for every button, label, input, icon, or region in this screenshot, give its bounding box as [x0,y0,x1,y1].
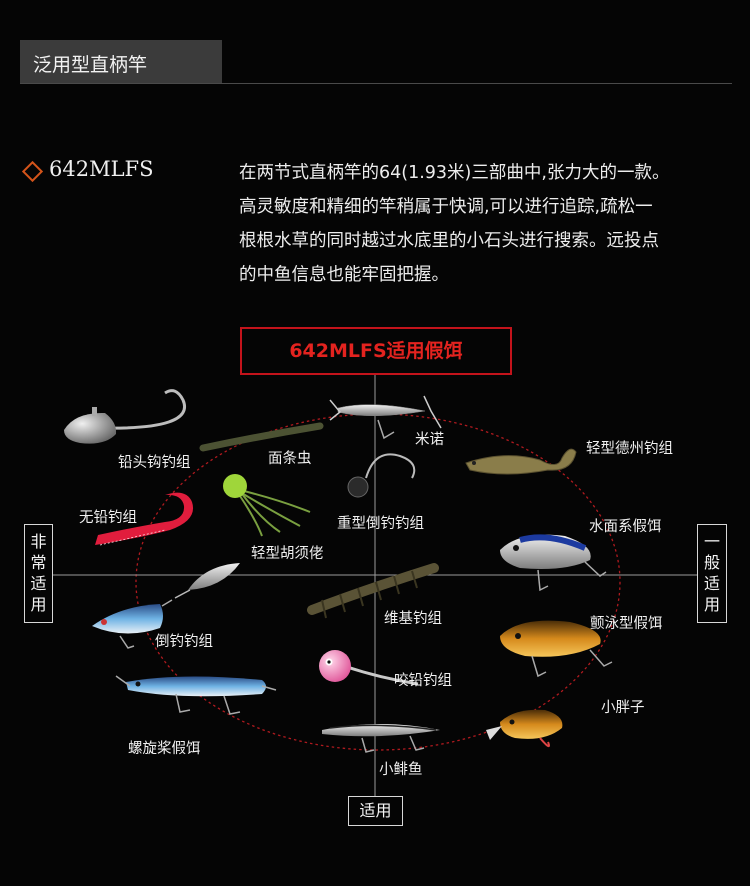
label-jighead: 铅头钩钓组 [118,455,191,471]
label-minnow: 小鲱鱼 [379,762,423,778]
label-wacky: 维基钓组 [384,611,442,627]
axis-right-char: 般 [703,553,720,572]
label-bite: 咬铅钓组 [394,673,452,689]
label-vib: 颤泳型假饵 [590,616,663,632]
model-name: 642MLFS [49,157,154,181]
topwater-lure [500,534,607,592]
axis-left-char: 非 [30,532,47,551]
label-swimbait: 轻型德州钓组 [586,441,673,457]
label-rubberjig: 轻型胡须佬 [251,546,324,562]
dropshot-lure [92,599,173,649]
section-header-divider [20,83,732,84]
description-line-4: 的中鱼信息也能牢固把握。 [239,265,449,285]
pencil-lure [329,395,442,440]
label-pencil: 米诺 [415,432,444,448]
axis-left-char: 适 [30,574,47,593]
label-worm: 面条虫 [268,451,312,467]
axis-left-very-suitable: 非 常 适 用 [24,524,53,623]
label-noslink: 无铅钓组 [79,510,137,526]
axis-left-char: 用 [30,595,47,614]
worm-lure [199,422,324,452]
product-description: 在两节式直柄竿的64(1.93米)三部曲中,张力大的一款。 高灵敏度和精细的竿稍… [239,156,739,292]
label-dropshot: 倒钓钓组 [155,634,213,650]
axis-bottom-suitable: 适用 [348,796,403,826]
label-topwater: 水面系假饵 [589,519,662,535]
spinnerbait-lure [115,675,277,715]
jighead-lure [64,389,186,444]
description-line-3: 根根水草的同时越过水底里的小石头进行搜索。远投点 [239,231,659,251]
section-header-title: 泛用型直柄竿 [33,54,148,76]
bite-lure [319,650,419,686]
fatty-lure [486,709,563,748]
axis-left-char: 常 [30,553,47,572]
description-line-2: 高灵敏度和精细的竿稍属于快调,可以进行追踪,疏松一 [239,197,653,217]
axis-right-char: 适 [703,574,720,593]
axis-right-char: 一 [703,532,720,551]
grub-lure [95,492,194,546]
section-header-bar [20,40,222,84]
swimbait-lure [465,448,577,475]
axis-right-char: 用 [703,595,720,614]
axis-right-generally-suitable: 一 般 适 用 [697,524,727,623]
description-line-1: 在两节式直柄竿的64(1.93米)三部曲中,张力大的一款。 [239,163,670,183]
label-spinnerbait: 螺旋桨假饵 [128,741,201,757]
spinner-blade-lure [174,563,240,599]
vib-lure [500,620,613,678]
heavydrop-lure [347,453,416,498]
rubberjig-lure [223,474,311,537]
wacky-lure [307,563,439,619]
label-heavydrop: 重型倒钓钓组 [337,516,424,532]
minnow-lure [322,724,440,753]
label-fatty: 小胖子 [601,700,645,716]
lures-title: 642MLFS适用假饵 [240,327,512,375]
